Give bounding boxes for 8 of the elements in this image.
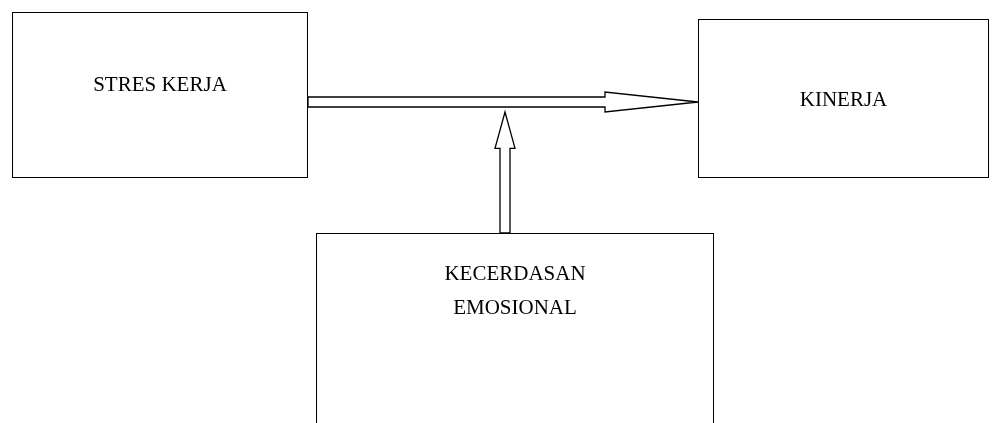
process-box — [698, 19, 989, 178]
block-arrow — [307, 91, 699, 113]
process-box — [316, 233, 714, 423]
box-label: KECERDASAN EMOSIONAL — [443, 260, 587, 321]
box-label: STRES KERJA — [93, 71, 227, 97]
box-label: KINERJA — [799, 85, 888, 112]
process-box — [12, 12, 308, 178]
block-arrow — [494, 109, 516, 234]
